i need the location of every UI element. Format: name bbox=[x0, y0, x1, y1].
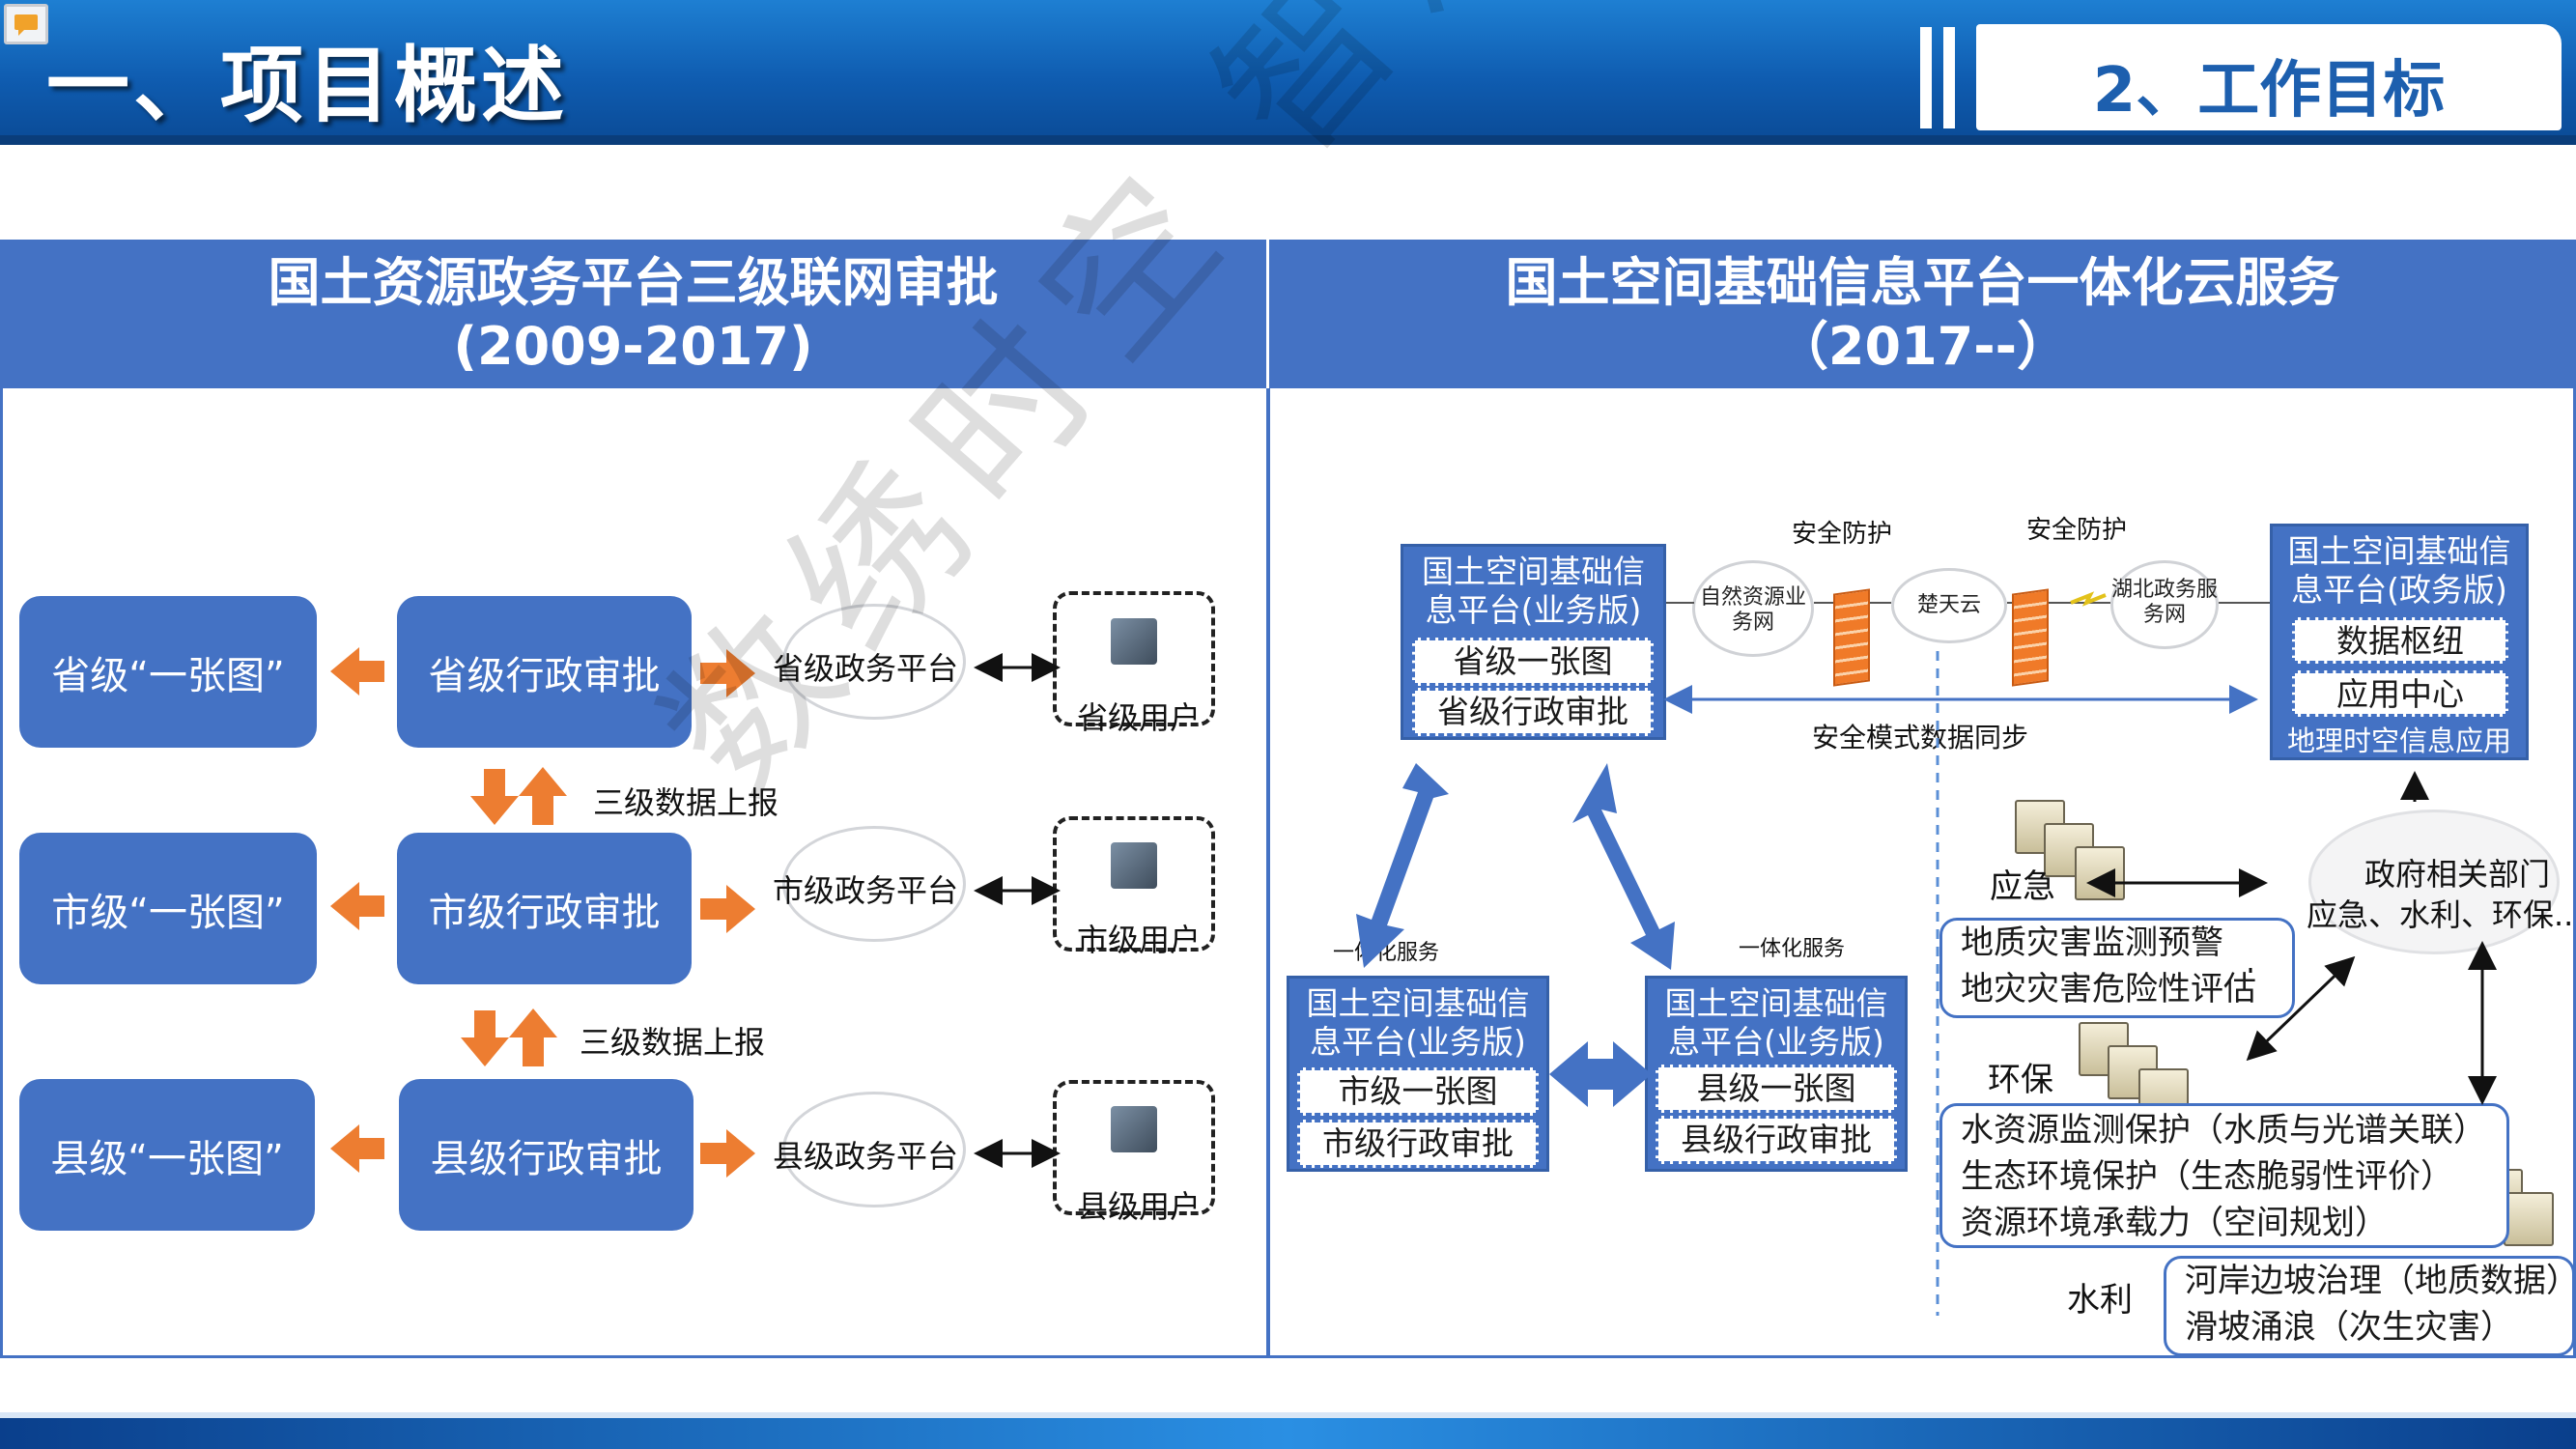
panel-header-divider bbox=[1266, 240, 1269, 388]
county-approval-box: 县级行政审批 bbox=[399, 1079, 694, 1231]
header-divider-bar bbox=[1920, 27, 1932, 128]
city-approval-box: 市级行政审批 bbox=[397, 833, 692, 984]
platform-title: 国土空间基础信息平台(业务版) bbox=[1664, 984, 1888, 1061]
water-frame bbox=[2164, 1256, 2575, 1356]
orange-arrow-left bbox=[330, 647, 384, 696]
emergency-label: 应急 bbox=[1990, 867, 2055, 906]
water-line: 滑坡涌浪（次生灾害） bbox=[2185, 1308, 2513, 1347]
footer-line bbox=[0, 1412, 2576, 1418]
province-approval-box: 省级行政审批 bbox=[397, 596, 692, 748]
header-underline bbox=[0, 135, 2576, 145]
gov-box-footer: 地理时空信息应用 bbox=[2286, 724, 2511, 757]
city-platform-label: 市级政务平台 bbox=[773, 872, 959, 909]
data-report-label: 三级数据上报 bbox=[580, 1024, 766, 1061]
right-panel-header: 国土空间基础信息平台一体化云服务 （2017--） bbox=[1269, 240, 2576, 388]
gov-departments-sublabel: 应急、水利、环保... bbox=[2307, 896, 2576, 933]
env-line: 水资源监测保护（水质与光谱关联） bbox=[1961, 1111, 2486, 1150]
province-map-item: 省级一张图 bbox=[1412, 638, 1654, 686]
integrated-service-label: 一体化服务 bbox=[1739, 937, 1846, 961]
chutian-cloud bbox=[1891, 568, 2007, 643]
gov-departments-cloud bbox=[2308, 810, 2560, 954]
env-frame bbox=[1939, 1103, 2509, 1248]
header-divider-bar bbox=[1943, 27, 1955, 128]
left-panel-period: (2009-2017) bbox=[453, 316, 813, 377]
natural-resources-network-cloud bbox=[1692, 560, 1814, 657]
orange-arrow-left bbox=[330, 882, 384, 930]
orange-arrow-down bbox=[470, 769, 519, 825]
computer-icon bbox=[1111, 1106, 1157, 1152]
secure-sync-label: 安全模式数据同步 bbox=[1812, 722, 2029, 753]
left-panel-header: 国土资源政务平台三级联网审批 (2009-2017) bbox=[0, 240, 1266, 388]
server-icon bbox=[2504, 1192, 2554, 1246]
province-approval-item: 省级行政审批 bbox=[1412, 688, 1654, 736]
security-label: 安全防护 bbox=[2026, 516, 2128, 545]
water-line: 河岸边坡治理（地质数据） bbox=[2185, 1262, 2576, 1300]
platform-title: 国土空间基础信息平台(业务版) bbox=[1422, 553, 1645, 629]
orange-arrow-left bbox=[330, 1124, 384, 1173]
data-hub-item: 数据枢纽 bbox=[2292, 617, 2508, 664]
gov-departments-label: 政府相关部门 bbox=[2364, 856, 2551, 893]
computer-icon bbox=[1111, 618, 1157, 665]
app-center-item: 应用中心 bbox=[2292, 670, 2508, 717]
city-user-label: 市级用户 bbox=[1077, 922, 1202, 958]
natural-resources-network-label: 自然资源业务网 bbox=[1699, 585, 1806, 635]
link-arrow bbox=[2246, 955, 2356, 1062]
county-map-box: 县级“一张图” bbox=[19, 1079, 315, 1231]
emergency-line: 地灾灾害危险性评估 bbox=[1961, 970, 2256, 1009]
env-line: 生态环境保护（生态脆弱性评价） bbox=[1961, 1157, 2453, 1196]
security-label: 安全防护 bbox=[1792, 520, 1893, 549]
comment-icon[interactable] bbox=[4, 4, 48, 44]
orange-arrow-right bbox=[700, 649, 755, 697]
panel-frame bbox=[0, 388, 2576, 1358]
right-panel-title: 国土空间基础信息平台一体化云服务 bbox=[1505, 252, 2340, 313]
env-label: 环保 bbox=[1988, 1061, 2053, 1099]
province-platform-label: 省级政务平台 bbox=[773, 650, 959, 687]
hubei-gov-network-label: 湖北政务服务网 bbox=[2110, 578, 2218, 627]
orange-arrow-right bbox=[700, 885, 755, 933]
county-approval-item: 县级行政审批 bbox=[1656, 1116, 1897, 1164]
blue-double-arrow bbox=[1549, 1041, 1652, 1107]
city-approval-item: 市级行政审批 bbox=[1297, 1120, 1539, 1168]
province-platform-cloud bbox=[782, 604, 966, 720]
section-tag-label: 2、工作目标 bbox=[2092, 55, 2446, 127]
province-map-box: 省级“一张图” bbox=[19, 596, 317, 748]
env-line: 资源环境承载力（空间规划） bbox=[1961, 1204, 2388, 1242]
county-platform-cloud bbox=[782, 1092, 966, 1208]
blue-double-arrow bbox=[1356, 763, 1449, 968]
orange-arrow-up bbox=[509, 1009, 557, 1066]
blue-double-arrow bbox=[1572, 763, 1675, 970]
county-map-item: 县级一张图 bbox=[1656, 1065, 1897, 1113]
left-flow-arrows bbox=[330, 647, 1061, 1178]
data-report-label: 三级数据上报 bbox=[593, 784, 779, 821]
city-map-box: 市级“一张图” bbox=[19, 833, 317, 984]
hubei-gov-network-cloud bbox=[2110, 560, 2219, 649]
city-user-box bbox=[1053, 816, 1215, 952]
province-user-label: 省级用户 bbox=[1077, 699, 1202, 736]
platform-title: 国土空间基础信息平台(业务版) bbox=[1306, 984, 1530, 1061]
emergency-line: 地质灾害监测预警 bbox=[1961, 923, 2223, 962]
lightning-icon bbox=[2070, 591, 2107, 607]
page-title: 一、项目概述 bbox=[46, 38, 568, 134]
section-tag bbox=[1976, 24, 2562, 130]
city-map-item: 市级一张图 bbox=[1297, 1067, 1539, 1116]
chutian-cloud-label: 楚天云 bbox=[1916, 593, 1981, 617]
county-user-label: 县级用户 bbox=[1077, 1188, 1202, 1225]
footer-bar bbox=[0, 1418, 2576, 1449]
left-panel-title: 国土资源政务平台三级联网审批 bbox=[268, 252, 999, 313]
computer-icon bbox=[1111, 842, 1157, 889]
right-panel-period: （2017--） bbox=[1775, 316, 2070, 377]
county-platform-label: 县级政务平台 bbox=[773, 1138, 959, 1175]
orange-arrow-down bbox=[461, 1010, 509, 1066]
panel-divider bbox=[1266, 388, 1270, 1358]
platform-title: 国土空间基础信息平台(政务版) bbox=[2287, 532, 2511, 609]
orange-arrow-up bbox=[519, 767, 567, 825]
orange-arrow-right bbox=[700, 1129, 755, 1178]
water-label: 水利 bbox=[2067, 1281, 2133, 1320]
city-platform-cloud bbox=[782, 826, 966, 942]
right-flow-arrows bbox=[1356, 591, 2497, 1316]
